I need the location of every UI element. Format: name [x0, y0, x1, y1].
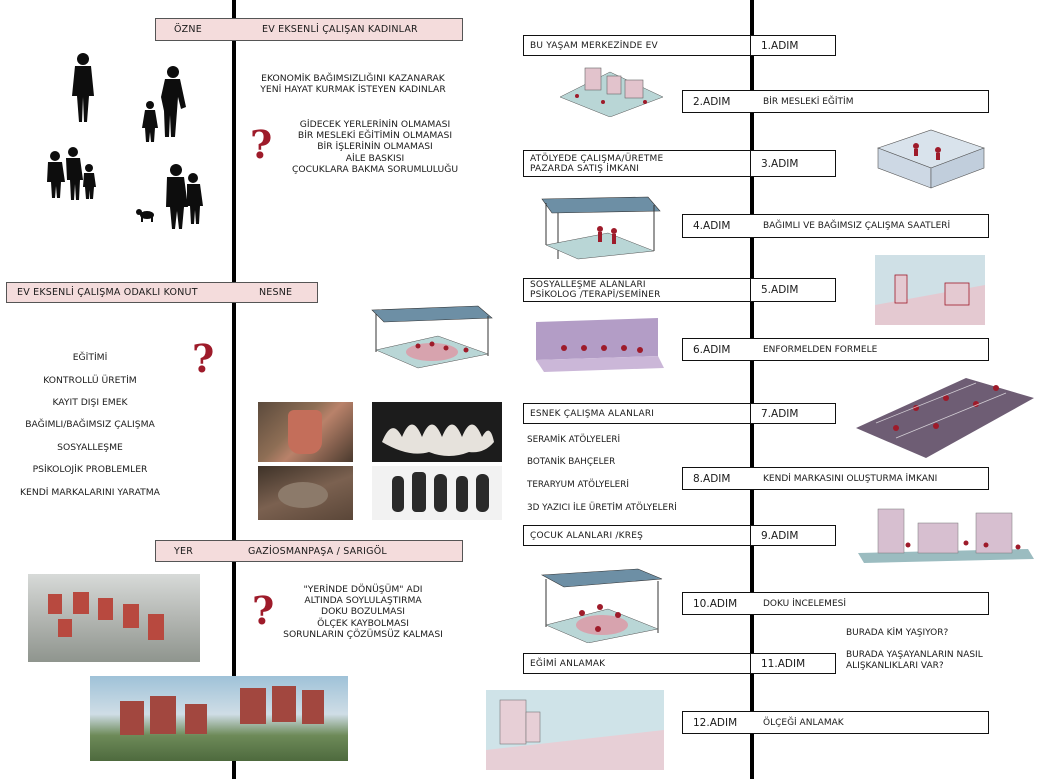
- step-1: 1.ADIM: [750, 35, 836, 56]
- step-number: 4.ADIM: [693, 220, 731, 232]
- question-mark-icon: ?: [252, 588, 275, 633]
- question-who-lives: BURADA KİM YAŞIYOR?: [846, 628, 949, 638]
- 3d-printed-vases-photo: [372, 466, 502, 520]
- ozne-label: ÖZNE: [174, 24, 202, 35]
- step-label: KENDİ MARKASINI OLUŞTURMA İMKANI: [763, 473, 938, 484]
- box-egimi-anlamak: EĞİMİ ANLAMAK: [523, 653, 751, 674]
- nesne-item: KONTROLLÜ ÜRETİM: [43, 374, 137, 386]
- women-silhouettes-icon: [47, 53, 203, 229]
- step-number: 5.ADIM: [761, 284, 799, 296]
- step-number: 11.ADIM: [761, 657, 806, 670]
- playground-pavilion-illustration: [540, 568, 663, 643]
- nesne-label: NESNE: [259, 287, 293, 298]
- nesne-bar: EV EKSENLİ ÇALIŞMA ODAKLI KONUT NESNE: [6, 282, 318, 303]
- step-8: 8.ADIM KENDİ MARKASINI OLUŞTURMA İMKANI: [682, 467, 989, 490]
- step-label: DOKU İNCELEMESİ: [763, 598, 846, 609]
- atolye-item: TERARYUM ATÖLYELERİ: [527, 480, 629, 490]
- nesne-item: EĞİTİMİ: [72, 352, 108, 364]
- nesne-item: PSİKOLOJİK PROBLEMLER: [32, 464, 148, 476]
- yer-title: GAZİOSMANPAŞA / SARIGÖL: [248, 545, 387, 557]
- step-5: 5.ADIM: [750, 278, 836, 302]
- atolye-item: 3D YAZICI İLE ÜRETİM ATÖLYELERİ: [527, 503, 677, 513]
- box-yasam-merkezi: BU YAŞAM MERKEZİNDE EV: [523, 35, 751, 56]
- atolye-item: SERAMİK ATÖLYELERİ: [527, 435, 621, 445]
- step-number: 2.ADIM: [693, 95, 731, 108]
- step-4: 4.ADIM BAĞIMLI VE BAĞIMSIZ ÇALIŞMA SAATL…: [682, 214, 989, 238]
- step-label: ÖLÇEĞİ ANLAMAK: [763, 717, 844, 728]
- scale-section-diagram: [486, 690, 664, 770]
- nesne-item: BAĞIMLI/BAĞIMSIZ ÇALIŞMA: [25, 419, 155, 431]
- ozne-title: EV EKSENLİ ÇALIŞAN KADINLAR: [262, 24, 418, 35]
- childcare-area-illustration: [858, 508, 1034, 563]
- step-number: 6.ADIM: [693, 343, 731, 356]
- step-9: 9.ADIM: [750, 525, 836, 546]
- yer-label: YER: [174, 545, 194, 557]
- pottery-photo: [258, 402, 353, 462]
- ozne-problems: GİDECEK YERLERİNİN OLMAMASI BİR MESLEKİ …: [291, 119, 459, 175]
- atolye-item: BOTANİK BAHÇELER: [527, 457, 616, 467]
- atolye-section-diagram: [875, 255, 985, 325]
- flexible-workspace-illustration: [856, 378, 1034, 458]
- step-12: 12.ADIM ÖLÇEĞİ ANLAMAK: [682, 711, 989, 734]
- box-atolye: ATÖLYEDE ÇALIŞMA/ÜRETME PAZARDA SATIŞ İM…: [523, 150, 751, 177]
- social-pavilion-illustration: [371, 305, 493, 369]
- step-7: 7.ADIM: [750, 403, 836, 424]
- left-axis-line: [232, 0, 236, 779]
- atolye-room-illustration: [877, 129, 985, 189]
- step-number: 9.ADIM: [761, 529, 799, 542]
- nesne-item: KENDİ MARKALARINI YARATMA: [20, 486, 160, 498]
- isometric-houses-illustration: [559, 67, 664, 117]
- box-sosyallesme: SOSYALLEŞME ALANLARI PSİKOLOG /TERAPİ/SE…: [523, 278, 751, 302]
- city-render-photo: [90, 676, 348, 761]
- step-number: 1.ADIM: [761, 39, 799, 52]
- pottery-hands-photo: [258, 466, 353, 520]
- question-mark-icon: ?: [250, 122, 273, 167]
- nesne-item: KAYIT DIŞI EMEK: [52, 397, 128, 409]
- step-label: ENFORMELDEN FORMELE: [763, 344, 878, 355]
- market-pavilion-illustration: [541, 196, 661, 260]
- city-aerial-photo: [28, 574, 200, 662]
- box-cocuk-alanlari: ÇOCUK ALANLARI /KREŞ: [523, 525, 751, 546]
- right-axis-line: [750, 0, 754, 779]
- ozne-bar: ÖZNE EV EKSENLİ ÇALIŞAN KADINLAR: [155, 18, 463, 41]
- nesne-title: EV EKSENLİ ÇALIŞMA ODAKLI KONUT: [17, 287, 198, 298]
- step-6: 6.ADIM ENFORMELDEN FORMELE: [682, 338, 989, 361]
- step-number: 10.ADIM: [693, 597, 738, 610]
- ozne-description: EKONOMİK BAĞIMSIZLIĞINI KAZANARAK YENİ H…: [260, 73, 446, 96]
- nesne-items: EĞİTİMİ KONTROLLÜ ÜRETİM KAYIT DIŞI EMEK…: [0, 341, 180, 509]
- step-label: BAĞIMLI VE BAĞIMSIZ ÇALIŞMA SAATLERİ: [763, 221, 951, 231]
- step-3: 3.ADIM: [750, 150, 836, 177]
- box-esnek-calisma: ESNEK ÇALIŞMA ALANLARI: [523, 403, 751, 424]
- seminar-room-illustration: [536, 318, 664, 372]
- step-2: 2.ADIM BİR MESLEKİ EĞİTİM: [682, 90, 989, 113]
- step-number: 8.ADIM: [693, 472, 731, 485]
- ceramic-sculpture-photo: [372, 402, 502, 462]
- question-habits: BURADA YAŞAYANLARIN NASIL ALIŞKANLIKLARI…: [846, 650, 983, 672]
- step-11: 11.ADIM: [750, 653, 836, 674]
- question-mark-icon: ?: [192, 336, 215, 381]
- yer-bar: YER GAZİOSMANPAŞA / SARIGÖL: [155, 540, 463, 562]
- nesne-item: SOSYALLEŞME: [57, 441, 123, 453]
- step-number: 3.ADIM: [761, 157, 799, 170]
- yer-problems: "YERİNDE DÖNÜŞÜM" ADI ALTINDA SOYLULAŞTI…: [283, 584, 443, 640]
- step-number: 7.ADIM: [761, 407, 799, 420]
- step-number: 12.ADIM: [693, 716, 738, 729]
- step-10: 10.ADIM DOKU İNCELEMESİ: [682, 592, 989, 615]
- step-label: BİR MESLEKİ EĞİTİM: [763, 96, 854, 107]
